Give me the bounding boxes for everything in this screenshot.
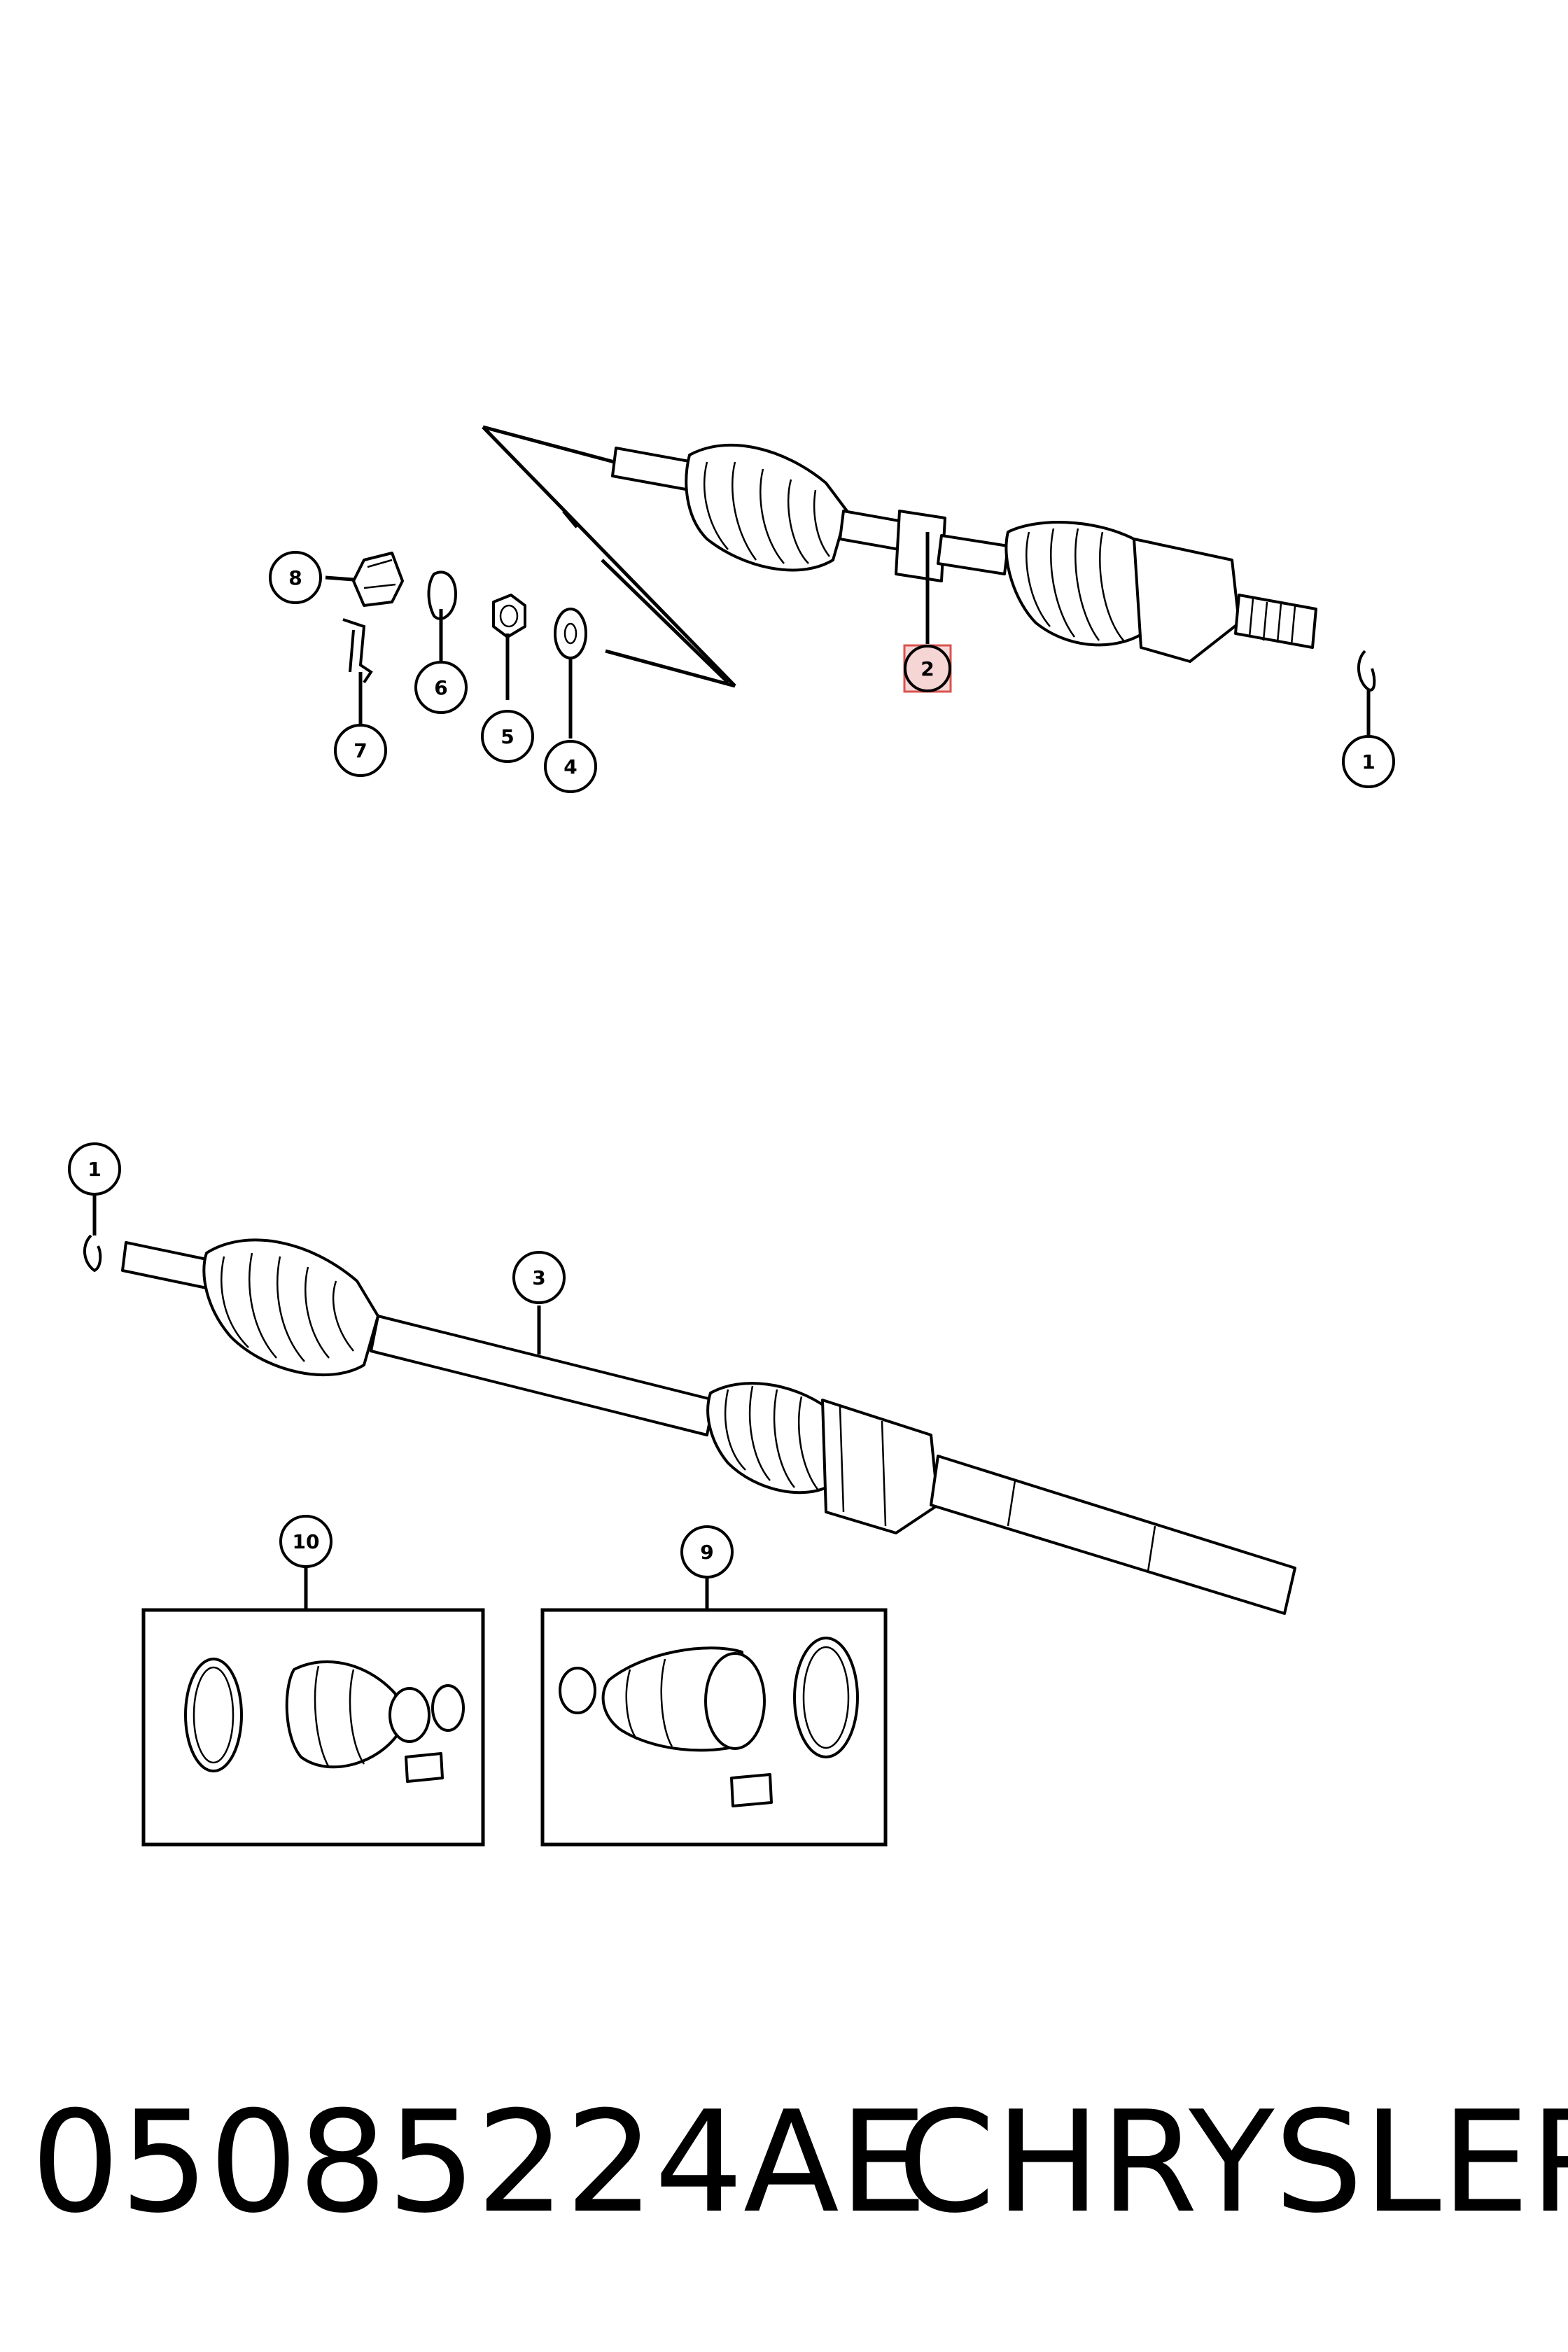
grease-packet-9: [730, 1773, 773, 1807]
inner-joint-housing: [1133, 538, 1240, 663]
brand-name: CHRYSLER: [897, 2081, 1568, 2244]
callout-2: 2: [903, 644, 952, 693]
boot-kit-10: [141, 1561, 485, 1847]
retainer-part: [427, 570, 457, 620]
half-shaft: [370, 1315, 715, 1436]
svg-text:2: 2: [920, 657, 934, 680]
svg-text:4: 4: [564, 755, 577, 778]
boot-10: [285, 1660, 400, 1769]
callout-10: 10: [279, 1515, 332, 1568]
svg-text:5: 5: [500, 725, 514, 748]
boot-clamp-large: [184, 1658, 243, 1772]
boot-kit-9: [540, 1572, 888, 1847]
callout-3: 3: [512, 1251, 566, 1304]
boot-clamp-large-9: [793, 1637, 859, 1758]
callout-9: 9: [680, 1525, 734, 1578]
boot-clamp-small: [431, 1684, 465, 1732]
outer-cv-boot: [685, 443, 848, 572]
svg-text:1: 1: [88, 1158, 101, 1181]
upper-drive-shaft-assembly: [325, 425, 1376, 738]
callout-1-left: 1: [68, 1142, 121, 1196]
washer-part: [554, 608, 587, 659]
callout-4: 4: [544, 740, 597, 793]
callout-5: 5: [481, 710, 534, 763]
lower-drive-shaft-assembly: [83, 1194, 1296, 1615]
boot-clamp-small-9: [559, 1667, 596, 1714]
callout-6: 6: [414, 661, 468, 714]
nut-part: [492, 594, 526, 638]
svg-text:7: 7: [354, 739, 367, 762]
outer-cv-boot-lower: [202, 1238, 379, 1377]
svg-text:1: 1: [1362, 750, 1375, 774]
part-number: 05085224AE: [31, 2081, 928, 2244]
callout-1-right: 1: [1342, 735, 1395, 788]
svg-text:8: 8: [288, 566, 302, 589]
svg-text:3: 3: [532, 1266, 545, 1289]
hub-nut-part: [352, 552, 404, 607]
cotter-pin-part: [342, 618, 373, 684]
grease-packet: [405, 1752, 444, 1783]
svg-text:10: 10: [293, 1530, 320, 1553]
damper: [895, 510, 946, 582]
svg-text:6: 6: [434, 676, 447, 699]
callout-8: 8: [269, 551, 322, 604]
svg-text:9: 9: [700, 1541, 713, 1564]
callout-7: 7: [334, 724, 387, 777]
footer: 05085224AE CHRYSLER: [0, 2072, 1568, 2254]
